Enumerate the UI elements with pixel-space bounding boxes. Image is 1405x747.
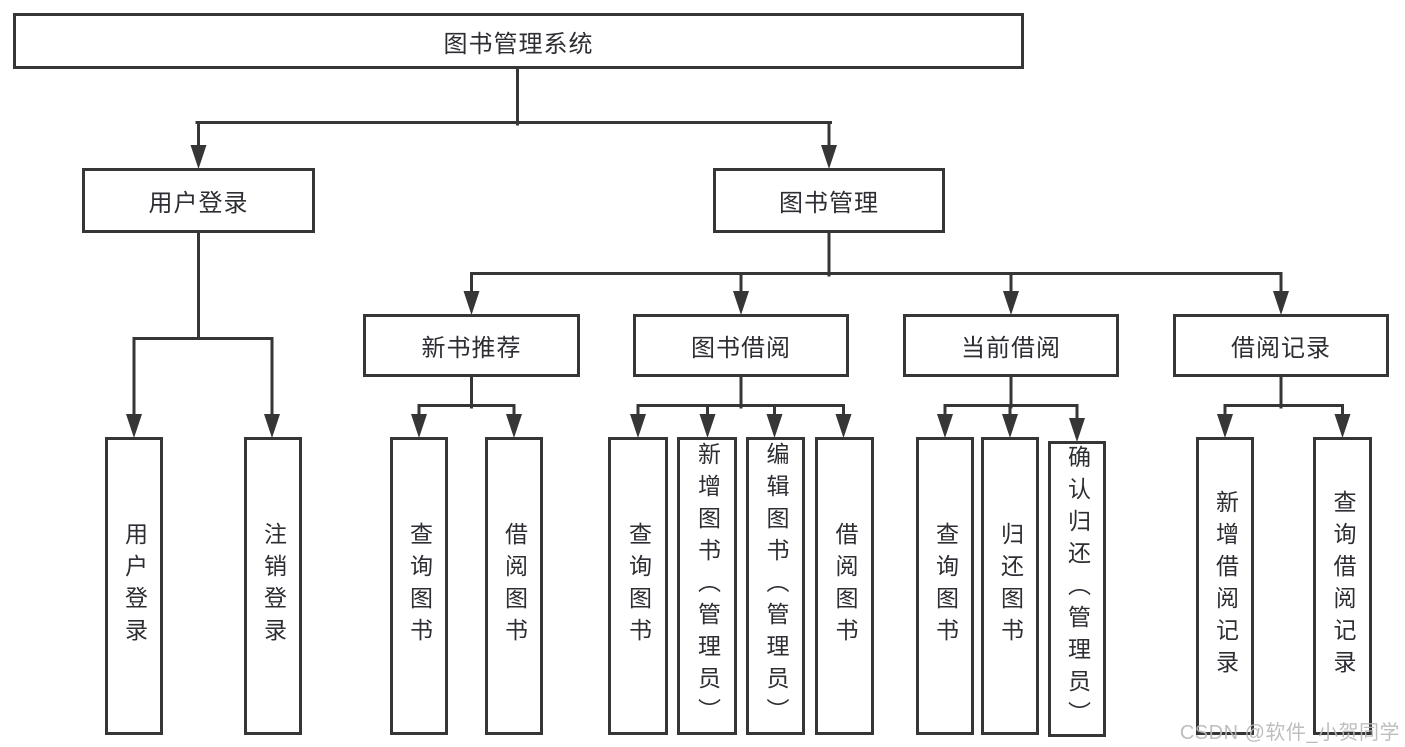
leaf-confirm-return-admin-label: 确认归还（管理员） (1064, 445, 1091, 733)
leaf-borrow-books-2: 借阅图书 (815, 437, 874, 735)
node-user-login: 用户登录 (82, 168, 315, 233)
arrowhead-leaf-logout (264, 414, 280, 438)
arrowhead-recommend-box (463, 291, 480, 315)
arrowhead-login-box (190, 145, 207, 169)
leaf-add-borrow-record: 新增借阅记录 (1196, 437, 1254, 735)
arrowhead-leaf-borrow-books-2 (835, 414, 852, 438)
arrowhead-leaf-query-books-1 (411, 414, 427, 438)
leaf-query-books-3-label: 查询图书 (932, 522, 959, 650)
arrowhead-leaf-query-record (1334, 414, 1351, 438)
leaf-return-books-label: 归还图书 (997, 522, 1024, 650)
leaf-borrow-books-1: 借阅图书 (485, 437, 543, 735)
node-root-label: 图书管理系统 (443, 30, 594, 58)
leaf-query-borrow-record-label: 查询借阅记录 (1330, 490, 1356, 682)
leaf-borrow-books-1-label: 借阅图书 (501, 522, 528, 650)
leaf-logout: 注销登录 (244, 437, 302, 735)
node-book-management: 图书管理 (713, 168, 945, 233)
node-borrow-records-label: 借阅记录 (1231, 335, 1331, 362)
node-user-login-label: 用户登录 (148, 190, 249, 217)
leaf-query-borrow-record: 查询借阅记录 (1313, 437, 1372, 735)
arrowhead-leaf-return-books (1002, 414, 1018, 438)
node-new-book-recommend: 新书推荐 (363, 314, 580, 377)
leaf-user-login: 用户登录 (105, 437, 163, 735)
leaf-edit-book-admin: 编辑图书（管理员） (746, 437, 805, 735)
node-new-book-recommend-label: 新书推荐 (421, 335, 522, 362)
arrowhead-leaf-edit-book (766, 414, 783, 438)
arrowhead-leaf-confirm-return (1069, 418, 1085, 442)
leaf-edit-book-admin-label: 编辑图书（管理员） (763, 442, 789, 730)
arrowhead-leaf-borrow-books-1 (506, 414, 522, 438)
leaf-borrow-books-2-label: 借阅图书 (832, 522, 858, 650)
node-root: 图书管理系统 (13, 13, 1024, 69)
node-borrow-records: 借阅记录 (1173, 314, 1389, 377)
leaf-logout-label: 注销登录 (260, 522, 287, 650)
node-book-borrow: 图书借阅 (633, 314, 849, 377)
watermark: CSDN @软件_小贺同学 (1179, 722, 1400, 744)
leaf-query-books-3: 查询图书 (916, 437, 974, 735)
arrowhead-borrow-box (733, 291, 749, 315)
node-current-borrow-label: 当前借阅 (961, 335, 1061, 362)
arrowhead-leaf-add-book (699, 414, 716, 438)
leaf-add-book-admin-label: 新增图书（管理员） (694, 442, 721, 730)
arrowhead-records-box (1273, 291, 1289, 315)
node-book-management-label: 图书管理 (779, 190, 879, 217)
leaf-return-books: 归还图书 (981, 437, 1039, 735)
leaf-query-books-2: 查询图书 (608, 437, 668, 735)
node-book-borrow-label: 图书借阅 (691, 335, 791, 362)
arrowhead-leaf-add-record (1217, 414, 1233, 438)
leaf-add-book-admin: 新增图书（管理员） (677, 437, 737, 735)
node-current-borrow: 当前借阅 (903, 314, 1119, 377)
arrowhead-leaf-query-books-2 (630, 414, 646, 438)
arrowhead-mgmt-box (821, 145, 837, 169)
leaf-confirm-return-admin: 确认归还（管理员） (1048, 441, 1106, 737)
leaf-user-login-label: 用户登录 (121, 522, 148, 650)
arrowhead-leaf-query-books-3 (937, 414, 953, 438)
leaf-query-books-2-label: 查询图书 (625, 522, 652, 650)
leaf-query-books-1-label: 查询图书 (406, 522, 433, 650)
leaf-query-books-1: 查询图书 (390, 437, 448, 735)
leaf-add-borrow-record-label: 新增借阅记录 (1212, 490, 1239, 682)
arrowhead-leaf-user-login (126, 414, 142, 438)
arrowhead-current-box (1003, 291, 1019, 315)
